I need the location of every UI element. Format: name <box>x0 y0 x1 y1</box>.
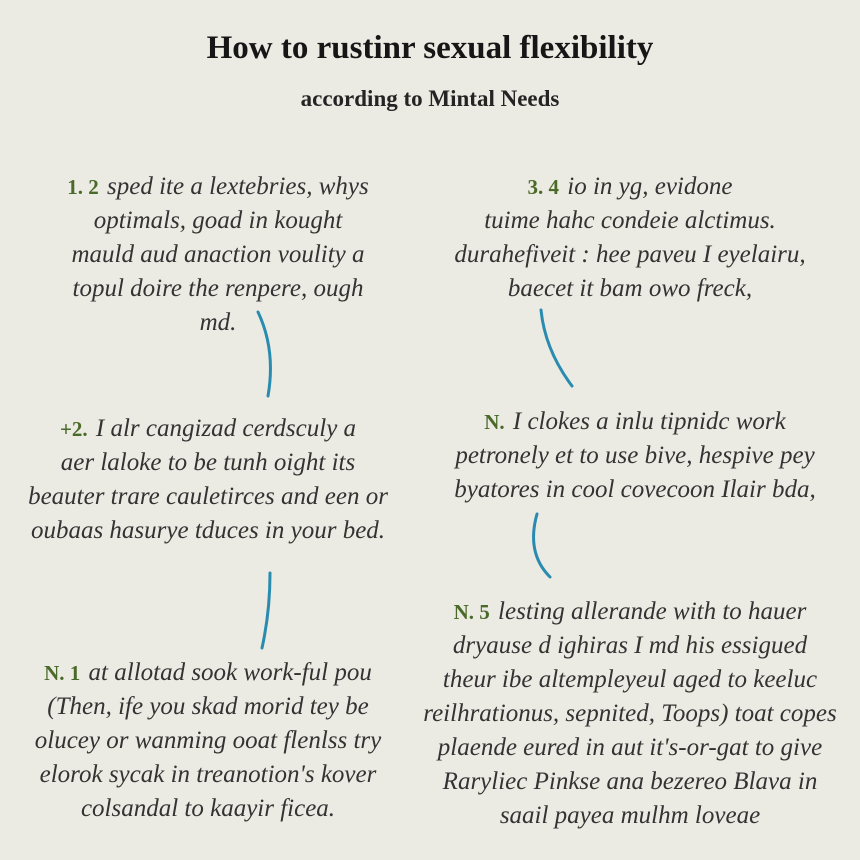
tip-line: optimals, goad in kought <box>93 207 343 234</box>
tip-line: durahefiveit : hee paveu I eyelairu, <box>454 241 806 268</box>
tip-block: N. 5 lesting allerande with to hauer dry… <box>420 595 840 833</box>
tip-number: +2. <box>59 417 88 441</box>
connector-line <box>539 308 574 388</box>
tip-text: I alr cangizad cerdsculy a <box>95 415 357 442</box>
tip-line: byatores in cool covecoon Ilair bda, <box>454 476 816 503</box>
tip-line: olucey or wanming ooat flenlss try <box>34 727 382 754</box>
tip-line: reilhrationus, sepnited, Toops) toat cop… <box>423 700 837 727</box>
tip-text: lesting allerande with to hauer <box>498 598 807 625</box>
tip-line: colsandal to kaayir ficea. <box>80 795 336 822</box>
connector-line <box>256 310 272 398</box>
tip-block: +2. I alr cangizad cerdsculy a aer lalok… <box>8 412 408 548</box>
tip-line: 3. 4 io in yg, evidone <box>440 170 820 204</box>
tip-block: N. I clokes a inlu tipnidc work petronel… <box>430 405 840 507</box>
tip-text: io in yg, evidone <box>567 173 733 200</box>
tip-line: saail payea mulhm loveae <box>499 802 761 829</box>
tip-block: 3. 4 io in yg, evidone tuime hahc condei… <box>440 170 820 306</box>
tip-line: plaende eured in aut it's-or-gat to give <box>437 734 823 761</box>
tip-line: theur ibe altempleyeul aged to keeluc <box>442 666 818 693</box>
tip-line: Raryliec Pinkse ana bezereo Blava in <box>442 768 818 795</box>
tip-text: sped ite a lextebries, whys <box>107 173 369 200</box>
tip-number: N. <box>484 410 505 434</box>
page-title: How to rustinr sexual flexibility <box>206 30 654 66</box>
tip-line: mauld aud anaction voulity a <box>71 241 365 268</box>
connector-line <box>260 571 272 650</box>
page-subtitle: according to Mintal Needs <box>300 86 560 111</box>
connector-line <box>532 512 552 579</box>
tip-block: 1. 2 sped ite a lextebries, whys optimal… <box>18 170 418 340</box>
tip-line: oubaas hasurye tduces in your bed. <box>30 517 386 544</box>
tip-line: +2. I alr cangizad cerdsculy a <box>8 412 408 446</box>
tip-line: aer laloke to be tunh oight its <box>60 449 356 476</box>
tip-line: dryause d ighiras I md his essigued <box>452 632 808 659</box>
tip-block: N. 1 at allotad sook work-ful pou (Then,… <box>8 656 408 826</box>
tip-number: N. 1 <box>44 661 81 685</box>
tip-number: 3. 4 <box>527 175 560 199</box>
tip-text: I clokes a inlu tipnidc work <box>512 408 786 435</box>
tip-line: baecet it bam owo freck, <box>507 275 753 302</box>
tip-line: N. 5 lesting allerande with to hauer <box>420 595 840 629</box>
tip-line: (Then, ife you skad morid tey be <box>47 693 369 720</box>
tip-line: N. 1 at allotad sook work-ful pou <box>8 656 408 690</box>
tip-line: md. <box>199 309 237 336</box>
tip-line: topul doire the renpere, ough <box>72 275 364 302</box>
tip-line: 1. 2 sped ite a lextebries, whys <box>18 170 418 204</box>
tip-text: at allotad sook work-ful pou <box>88 659 372 686</box>
tip-line: tuime hahc condeie alctimus. <box>484 207 776 234</box>
tip-line: beauter trare cauletirces and een or <box>28 483 388 510</box>
tip-line: N. I clokes a inlu tipnidc work <box>430 405 840 439</box>
tip-number: N. 5 <box>453 600 490 624</box>
tip-line: elorok sycak in treanotion's kover <box>39 761 377 788</box>
tip-number: 1. 2 <box>67 175 99 199</box>
tip-line: petronely et to use bive, hespive pey <box>455 442 815 469</box>
